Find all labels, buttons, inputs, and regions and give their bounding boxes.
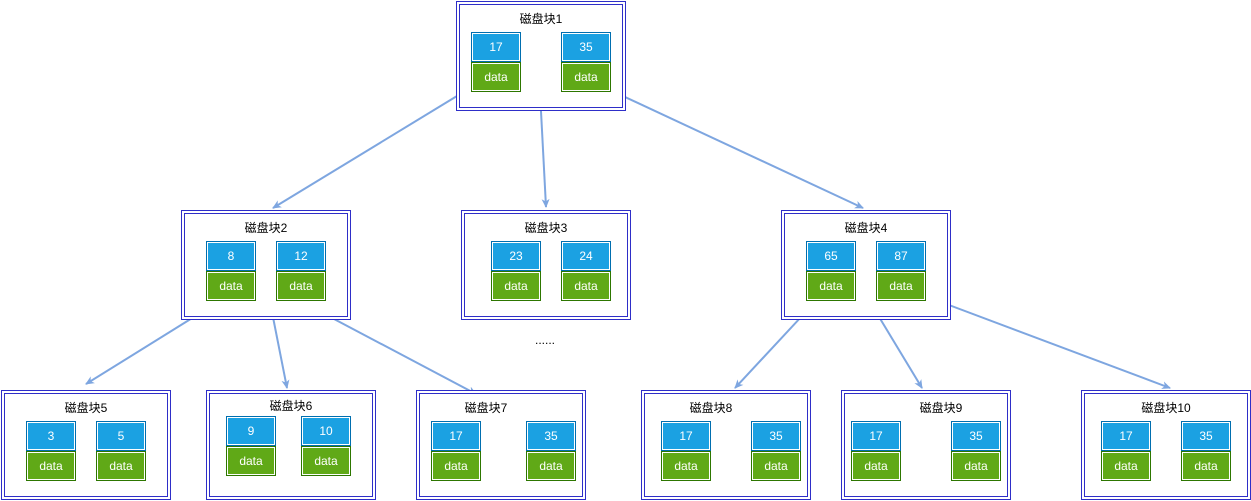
key-cell[interactable]: 35 data bbox=[1181, 421, 1231, 481]
disk-block-3[interactable]: 磁盘块3 23 data 24 data bbox=[461, 210, 631, 320]
key-value: 35 bbox=[751, 421, 801, 451]
key-cell[interactable]: 12 data bbox=[276, 241, 326, 301]
key-value: 3 bbox=[26, 421, 76, 451]
key-value: 17 bbox=[851, 421, 901, 451]
disk-block-title: 磁盘块1 bbox=[519, 12, 563, 26]
data-pointer: data bbox=[561, 62, 611, 92]
data-pointer: data bbox=[561, 271, 611, 301]
edge-b1-b4 bbox=[609, 89, 864, 209]
key-value: 35 bbox=[951, 421, 1001, 451]
key-value: 24 bbox=[561, 241, 611, 271]
disk-block-1[interactable]: 磁盘块1 17 data 35 data bbox=[456, 1, 626, 111]
data-pointer: data bbox=[431, 451, 481, 481]
key-value: 17 bbox=[661, 421, 711, 451]
data-pointer: data bbox=[1101, 451, 1151, 481]
key-cell[interactable]: 35 data bbox=[951, 421, 1001, 481]
key-value: 35 bbox=[526, 421, 576, 451]
key-cell[interactable]: 23 data bbox=[491, 241, 541, 301]
disk-block-title: 磁盘块7 bbox=[464, 401, 508, 415]
data-pointer: data bbox=[96, 451, 146, 481]
disk-block-title: 磁盘块2 bbox=[244, 221, 288, 235]
key-value: 8 bbox=[206, 241, 256, 271]
disk-block-6[interactable]: 磁盘块6 9 data 10 data bbox=[206, 390, 376, 500]
data-pointer: data bbox=[301, 446, 351, 476]
disk-block-4[interactable]: 磁盘块4 65 data 87 data bbox=[781, 210, 951, 320]
key-cell[interactable]: 17 data bbox=[431, 421, 481, 481]
disk-block-title: 磁盘块6 bbox=[269, 399, 313, 413]
data-pointer: data bbox=[471, 62, 521, 92]
key-cell[interactable]: 9 data bbox=[226, 416, 276, 476]
key-value: 17 bbox=[431, 421, 481, 451]
disk-block-title: 磁盘块9 bbox=[919, 401, 963, 415]
key-cell[interactable]: 17 data bbox=[661, 421, 711, 481]
key-value: 23 bbox=[491, 241, 541, 271]
key-value: 17 bbox=[471, 32, 521, 62]
data-pointer: data bbox=[951, 451, 1001, 481]
key-cell[interactable]: 3 data bbox=[26, 421, 76, 481]
data-pointer: data bbox=[806, 271, 856, 301]
data-pointer: data bbox=[876, 271, 926, 301]
more-blocks-ellipsis: ...... bbox=[534, 333, 555, 347]
disk-block-2[interactable]: 磁盘块2 8 data 12 data bbox=[181, 210, 351, 320]
key-value: 9 bbox=[226, 416, 276, 446]
disk-block-title: 磁盘块5 bbox=[64, 401, 108, 415]
data-pointer: data bbox=[661, 451, 711, 481]
key-cell[interactable]: 35 data bbox=[751, 421, 801, 481]
key-cell[interactable]: 24 data bbox=[561, 241, 611, 301]
data-pointer: data bbox=[206, 271, 256, 301]
data-pointer: data bbox=[226, 446, 276, 476]
disk-block-7[interactable]: 磁盘块7 17 data 35 data bbox=[416, 390, 586, 500]
data-pointer: data bbox=[751, 451, 801, 481]
key-value: 5 bbox=[96, 421, 146, 451]
key-cell[interactable]: 5 data bbox=[96, 421, 146, 481]
key-cell[interactable]: 17 data bbox=[851, 421, 901, 481]
disk-block-title: 磁盘块3 bbox=[524, 221, 568, 235]
disk-block-9[interactable]: 磁盘块9 17 data 35 data bbox=[841, 390, 1011, 500]
key-cell[interactable]: 87 data bbox=[876, 241, 926, 301]
key-value: 35 bbox=[1181, 421, 1231, 451]
key-value: 10 bbox=[301, 416, 351, 446]
key-cell[interactable]: 35 data bbox=[526, 421, 576, 481]
key-value: 17 bbox=[1101, 421, 1151, 451]
key-cell[interactable]: 8 data bbox=[206, 241, 256, 301]
edge-b4-b10 bbox=[924, 295, 1171, 389]
key-value: 35 bbox=[561, 32, 611, 62]
key-cell[interactable]: 17 data bbox=[1101, 421, 1151, 481]
disk-block-title: 磁盘块10 bbox=[1141, 401, 1191, 415]
key-value: 65 bbox=[806, 241, 856, 271]
disk-block-title: 磁盘块8 bbox=[689, 401, 733, 415]
disk-block-title: 磁盘块4 bbox=[844, 221, 888, 235]
disk-block-5[interactable]: 磁盘块5 3 data 5 data bbox=[1, 390, 171, 500]
data-pointer: data bbox=[491, 271, 541, 301]
data-pointer: data bbox=[526, 451, 576, 481]
disk-block-8[interactable]: 磁盘块8 17 data 35 data bbox=[641, 390, 811, 500]
key-cell[interactable]: 10 data bbox=[301, 416, 351, 476]
key-value: 87 bbox=[876, 241, 926, 271]
key-cell[interactable]: 35 data bbox=[561, 32, 611, 92]
data-pointer: data bbox=[276, 271, 326, 301]
key-cell[interactable]: 65 data bbox=[806, 241, 856, 301]
key-cell[interactable]: 17 data bbox=[471, 32, 521, 92]
edge-b1-b2 bbox=[272, 95, 458, 209]
disk-block-10[interactable]: 磁盘块10 17 data 35 data bbox=[1081, 390, 1251, 500]
data-pointer: data bbox=[851, 451, 901, 481]
data-pointer: data bbox=[26, 451, 76, 481]
key-value: 12 bbox=[276, 241, 326, 271]
data-pointer: data bbox=[1181, 451, 1231, 481]
